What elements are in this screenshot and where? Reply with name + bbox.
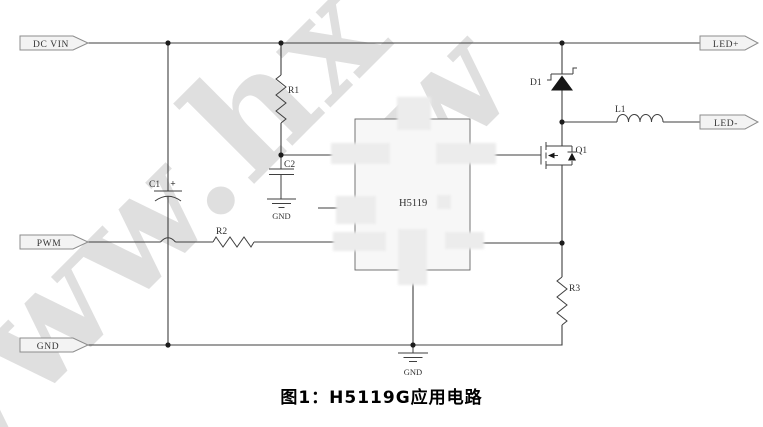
port-flag [19,234,90,250]
redactions [331,97,496,285]
redacted-label [336,196,376,224]
ground-symbol-c2: GND [267,198,296,221]
capacitor-c2: C2 [269,155,295,199]
redacted-label [445,232,484,249]
schottky-cathode-bar [547,67,577,81]
port-dc-vin: DC VIN [19,35,90,51]
diode-label: D1 [530,78,542,88]
redacted-label [331,143,390,164]
port-flag [699,114,760,130]
resistor-zigzag [556,276,568,326]
junction-dot [278,40,284,46]
capacitor-label: C1 [149,180,160,190]
port-led-minus: LED- [699,114,760,130]
resistor-label: R3 [569,284,580,294]
port-flag [699,35,760,51]
earth-lines [398,352,428,362]
wire-switch-node [561,43,700,277]
inductor-coil [616,114,664,123]
diode-triangle [551,75,573,91]
redacted-label [397,97,431,130]
junction-dot [559,240,565,246]
port-flag [19,35,90,51]
resistor-label: R2 [216,227,227,237]
figure-caption: 图1：H5119G应用电路 [280,388,483,408]
junction-dot [559,40,565,46]
junction-dot [410,342,416,348]
port-led-plus: LED+ [699,35,760,51]
port-label: DC VIN [33,40,69,50]
redacted-label [333,232,386,251]
ground-symbol-main: GND [398,345,428,377]
junction-dot [278,152,284,158]
port-flag [19,337,90,353]
junction-dot [165,40,171,46]
body-diode-triangle [568,152,576,161]
port-label: PWM [37,239,62,249]
resistor-zigzag [275,74,287,124]
ground-label: GND [404,367,422,377]
capacitor-plate-bottom-arc [154,195,182,202]
mosfet-label: Q1 [576,146,588,156]
redacted-label [437,195,451,209]
port-label: LED- [714,119,738,129]
earth-lines [267,198,296,208]
resistor-label: R1 [288,86,299,96]
polarity-plus-sign: + [170,180,175,190]
diode-d1: D1 [530,67,577,91]
mosfet-q1: Q1 [540,142,588,169]
port-pwm: PWM [19,234,90,250]
wire-pwm-line [88,237,355,243]
junction-dot [165,342,171,348]
wire-bottom-rail [88,325,563,346]
port-label: GND [37,342,59,352]
resistor-zigzag [212,236,255,248]
capacitor-plates [269,168,294,175]
redacted-label [398,229,427,285]
mosfet-leads [546,145,573,166]
resistor-r3: R3 [556,276,580,326]
inductor-l1: L1 [615,105,664,123]
junction-dots [165,40,565,348]
resistor-r2: R2 [212,227,255,248]
redacted-label [436,143,496,164]
capacitor-label: C2 [284,160,295,170]
port-label: LED+ [713,40,739,50]
capacitor-c1: C1 + [149,180,182,202]
ground-label: GND [272,211,290,221]
ic-label: H5119 [399,198,427,209]
resistor-r1: R1 [275,74,299,124]
junction-dot [559,119,565,125]
mosfet-arrow [548,152,555,159]
port-gnd: GND [19,337,90,353]
inductor-label: L1 [615,105,626,115]
